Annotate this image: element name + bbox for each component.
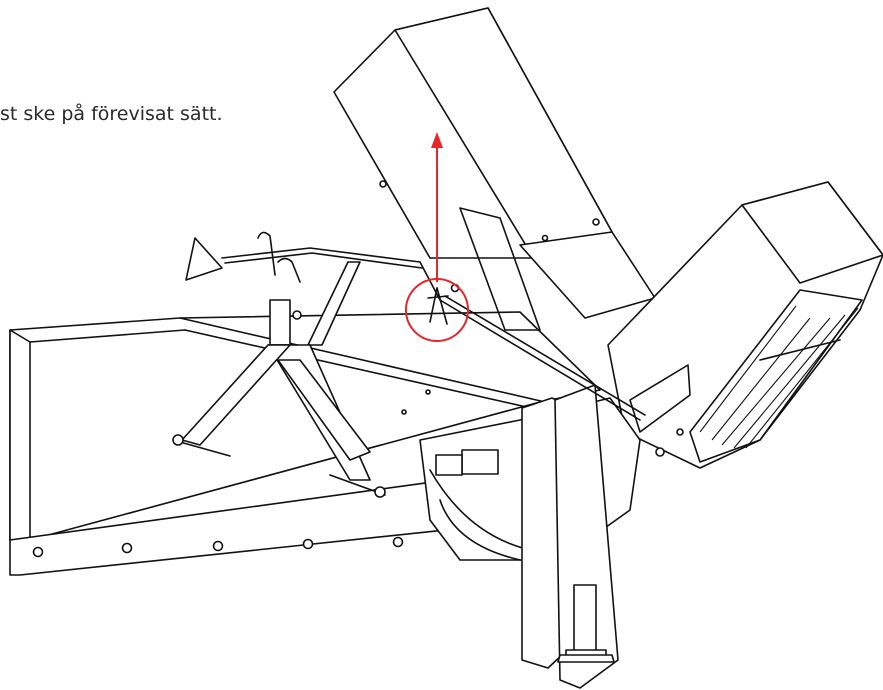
- instruction-caption: st ske på förevisat sätt.: [0, 103, 223, 125]
- blower-housing: [9, 311, 601, 576]
- hitch-frame: [172, 261, 386, 498]
- highlight-circle: [405, 278, 469, 342]
- chute-spout: [607, 181, 883, 469]
- support-leg: [521, 384, 619, 689]
- control-rods: [185, 207, 646, 421]
- upper-chute: [333, 7, 656, 319]
- highlighted-bracket: [427, 287, 449, 325]
- annotation-arrow: [431, 132, 443, 282]
